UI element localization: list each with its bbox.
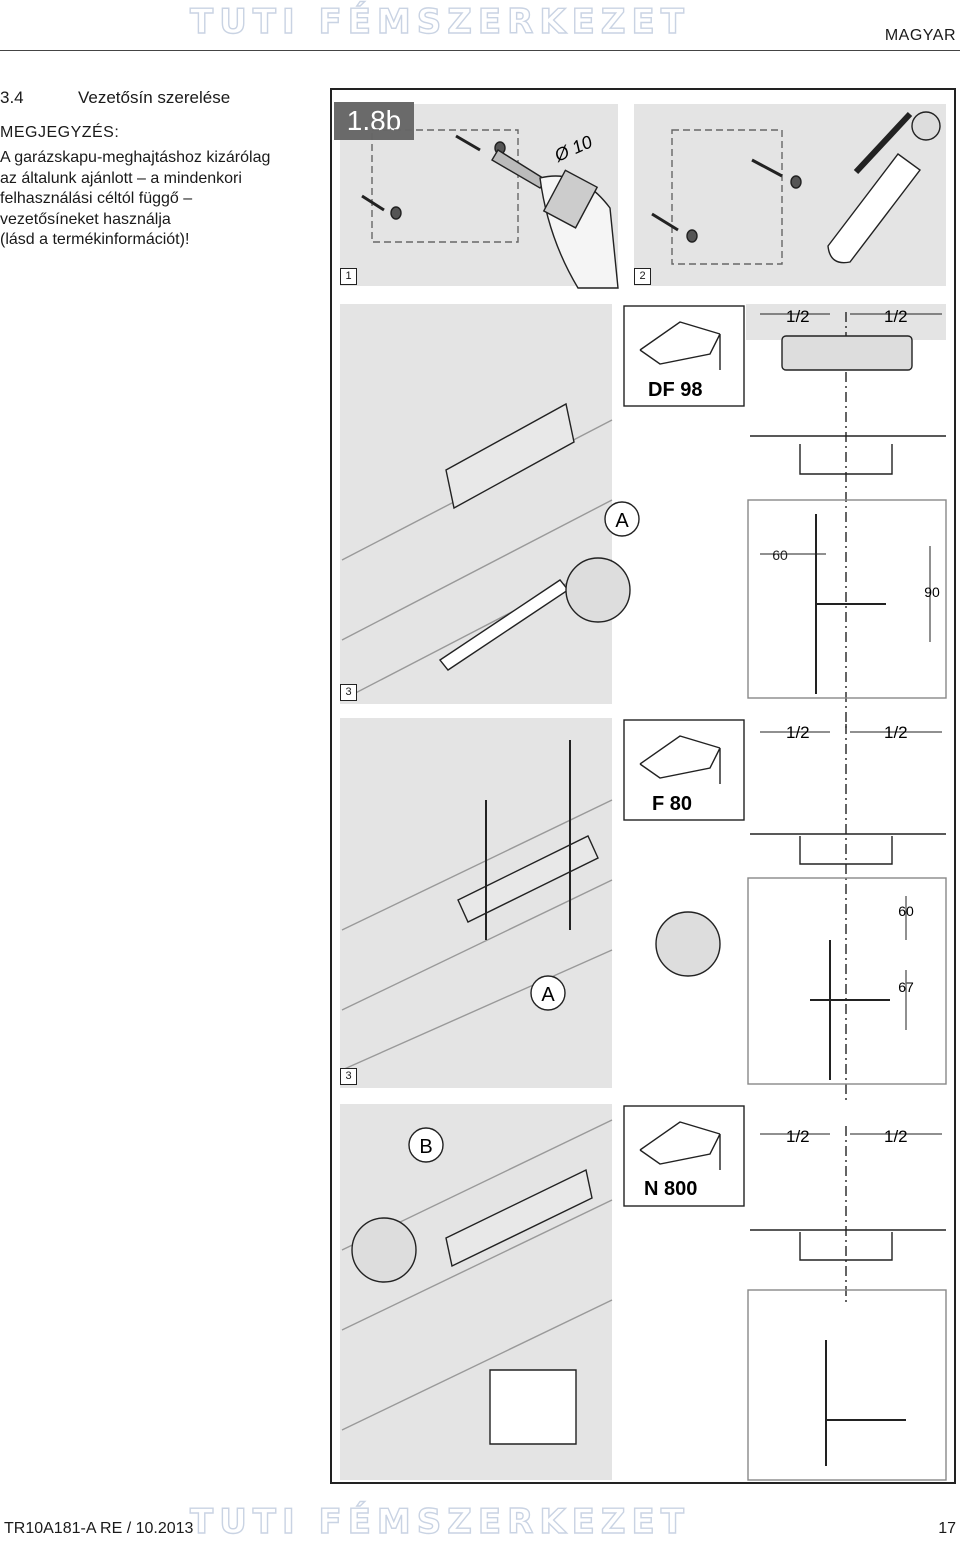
step-number-2: 2 [634,268,651,285]
dimension-line [760,546,931,642]
tighten-icon [565,557,631,623]
model-icon-f80 [623,719,745,821]
half-left-label: 1/2 [786,723,810,742]
callout-circle [604,501,640,537]
note-text: A garázskapu-meghajtáshoz kizárólag az á… [0,148,300,251]
note-line: az általunk ajánlott – a mindenkori [0,169,242,187]
drill-bit [491,149,548,189]
dim-67-row2: 67 [898,979,914,995]
step-number-1: 1 [340,268,357,285]
drill-size-label: Ø 10 [551,132,596,167]
note-line: (lásd a termékinformációt)! [0,231,190,248]
drill-template [671,129,783,265]
figure-frame [330,88,956,1484]
note-line: vezetősíneket használja [0,210,171,228]
drill-template [371,129,519,243]
wall-section [747,1289,947,1481]
rail-profile [750,833,946,865]
section-heading: 3.4 Vezetősín szerelése [0,88,230,108]
language-label: MAGYAR [884,27,956,44]
model-icon-df98 [623,305,745,407]
pointer-arrow [651,158,783,232]
rail-section [815,514,886,694]
ceiling-bracket [445,1168,593,1268]
step-number-3: 3 [340,1068,357,1085]
model-f80: F 80 [652,793,692,815]
ceiling-bracket [457,835,599,923]
wrench [438,579,570,671]
section-title: Vezetősín szerelése [78,88,231,107]
callout-circle [408,1127,444,1163]
callout-a-row2: A [541,984,555,1006]
figure-label: 1.8b [334,102,414,140]
mounting-plate [781,335,913,371]
rail-section [810,940,890,1080]
tighten-icon [655,911,721,977]
model-icon-n800 [623,1105,745,1207]
hole-marker [686,229,698,243]
pump-handle [911,111,941,141]
wall-section [747,877,947,1085]
callout-a-row1: A [615,510,629,532]
half-left-label: 1/2 [786,1127,810,1146]
dim-60-row2: 60 [898,903,914,919]
ceiling-bracket [445,402,575,510]
pointer-arrow [361,134,481,212]
header-watermark: TUTI FÉMSZERKEZET [189,1,690,42]
dim-60-row1: 60 [772,547,788,563]
model-df98: DF 98 [648,379,702,401]
page-number: 17 [938,1520,956,1537]
document-code: TR10A181-A RE / 10.2013 [4,1520,194,1537]
wall-section [747,499,947,699]
double-arrow [853,111,913,175]
section-number: 3.4 [0,88,24,107]
dimension-line [760,313,942,1135]
half-right-label: 1/2 [884,307,908,326]
tighten-icon [351,1217,417,1283]
model-n800: N 800 [644,1178,697,1200]
half-left-label: 1/2 [786,307,810,326]
step-number-3: 3 [340,684,357,701]
note-line: A garázskapu-meghajtáshoz kizárólag [0,149,271,166]
anchor-bolt [485,740,571,940]
hole-marker [390,206,402,220]
header-divider [0,50,960,51]
half-right-label: 1/2 [884,723,908,742]
callout-circle [530,975,566,1011]
note-heading: MEGJEGYZÉS: [0,124,120,141]
half-right-label: 1/2 [884,1127,908,1146]
dim-90-row1: 90 [924,584,940,600]
callout-b-row3: B [419,1136,432,1158]
note-line: felhasználási céltól függő – [0,190,193,207]
blow-pump [827,153,921,264]
footer-watermark: TUTI FÉMSZERKEZET [189,1501,690,1542]
drill-chuck [542,169,599,229]
track-hanger [489,1369,577,1445]
rail-section [825,1340,906,1466]
hole-marker [790,175,802,189]
rail-profile [750,435,946,475]
rail-profile [750,1229,946,1261]
